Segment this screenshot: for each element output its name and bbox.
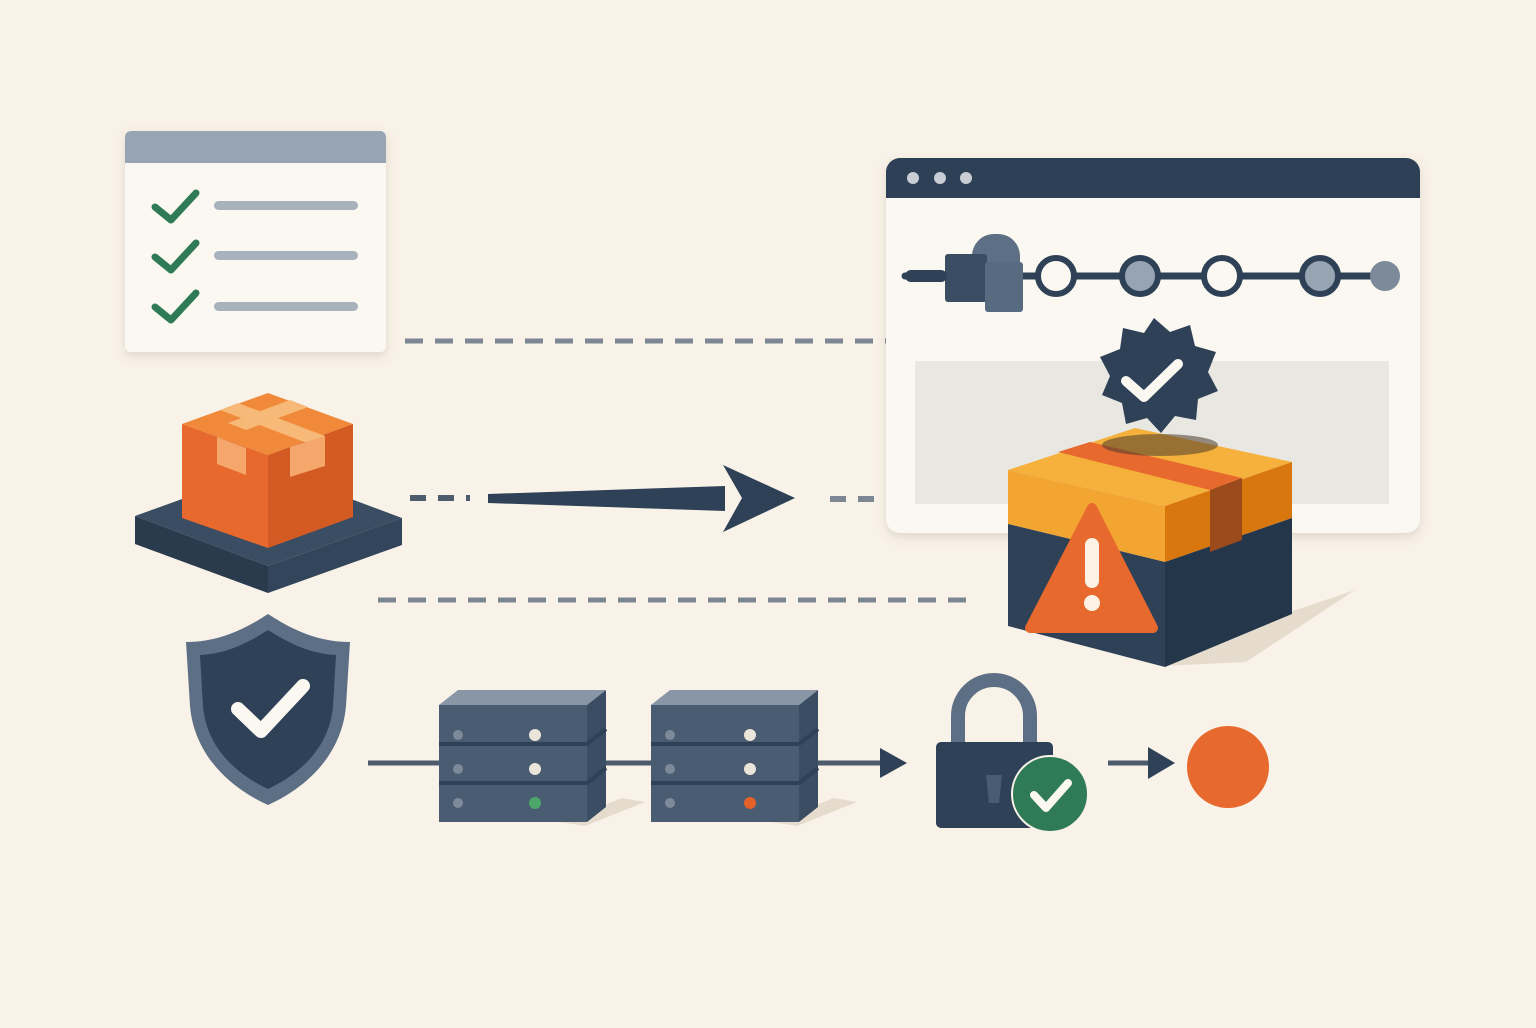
checklist-line [214, 201, 358, 210]
connector-package-to-browser [410, 465, 965, 532]
status-light-icon [744, 729, 756, 741]
step-node-icon [1299, 255, 1341, 297]
check-icon [151, 189, 200, 224]
check-icon [151, 289, 200, 324]
verified-seal-icon [1100, 318, 1218, 433]
checklist-line [214, 251, 358, 260]
arrowhead-icon [723, 465, 795, 532]
progress-stepper-icon [901, 234, 1400, 312]
check-icon [1121, 359, 1183, 402]
arrowhead-icon [880, 748, 907, 778]
window-dot-icon [907, 172, 919, 184]
connector-lock-to-endstate [1108, 747, 1175, 779]
padlock-check-icon [936, 673, 1089, 833]
window-dot-icon [960, 172, 972, 184]
window-dots [907, 172, 972, 184]
window-dot-icon [934, 172, 946, 184]
status-light-icon [529, 729, 541, 741]
step-node-icon [1119, 255, 1161, 297]
check-icon [231, 679, 310, 738]
status-light-icon [529, 763, 541, 775]
checklist-line [214, 302, 358, 311]
step-node-icon [1370, 261, 1400, 291]
status-light-icon [744, 797, 756, 809]
arrowhead-icon [1148, 747, 1175, 779]
server-rack-icon-a [439, 690, 645, 826]
package-on-platform-icon [135, 393, 402, 593]
keyhole-icon [986, 775, 1002, 803]
status-light-icon [744, 763, 756, 775]
plug-icon [905, 234, 1023, 312]
step-node-icon [1201, 255, 1243, 297]
checklist-rows [151, 189, 358, 324]
orange-circle-icon [1187, 726, 1269, 808]
check-icon [151, 239, 200, 274]
warning-triangle-icon [1025, 503, 1158, 633]
connector-servers-to-lock [818, 748, 907, 778]
check-icon [1030, 779, 1072, 812]
shield-check-icon [186, 614, 350, 805]
status-light-icon [529, 797, 541, 809]
step-node-icon [1035, 255, 1077, 297]
server-rack-icon-b [651, 690, 857, 826]
